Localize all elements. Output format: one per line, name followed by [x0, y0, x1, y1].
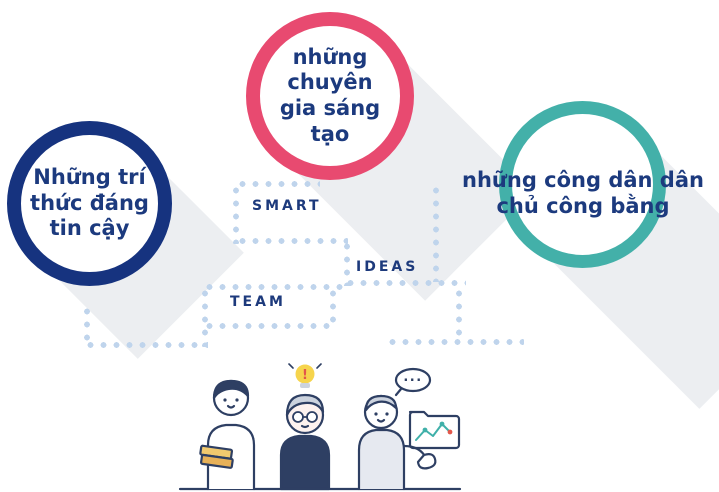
circle-top-label: những chuyên gia sáng tạo [260, 45, 400, 147]
dotted-line [202, 287, 208, 347]
teamwork-illustration: ... ! [178, 363, 462, 491]
chart-folder-icon [408, 410, 461, 450]
circle-top-line-1: những chuyên [287, 44, 373, 95]
circle-left-label: Những trí thức đáng tin cậy [30, 165, 149, 242]
dotted-line [203, 284, 345, 290]
dotted-line [203, 323, 333, 329]
circle-creative-experts: những chuyên gia sáng tạo [246, 12, 414, 180]
speech-dots: ... [403, 370, 422, 385]
speech-bubble: ... [394, 367, 432, 397]
dotted-line [233, 184, 239, 244]
dotted-line [330, 287, 336, 325]
person-middle: ! [279, 363, 331, 491]
books-icon [199, 444, 234, 469]
keyword-team: TEAM [230, 294, 286, 310]
dotted-line [386, 339, 524, 345]
dotted-line [84, 342, 208, 348]
lightbulb-icon: ! [288, 363, 322, 388]
keyword-ideas: IDEAS [356, 259, 419, 275]
circle-top-line-2: gia sáng tạo [279, 96, 381, 146]
person-right: ... [357, 367, 437, 491]
circle-right-line-2: chủ công bằng [496, 193, 670, 218]
person-left [199, 379, 256, 491]
dotted-line [344, 280, 466, 286]
bulb-exclamation: ! [302, 368, 308, 383]
dotted-line [433, 184, 439, 282]
circle-trusted-intellectuals: Những trí thức đáng tin cậy [7, 121, 172, 286]
dotted-line [236, 238, 348, 244]
dotted-line [84, 305, 90, 345]
circle-left-line-2: thức đáng [30, 190, 149, 215]
dotted-line [456, 287, 462, 343]
circle-left-line-3: tin cậy [49, 216, 130, 241]
dotted-line [344, 240, 350, 286]
circle-right-label: những công dân dân chủ công bằng [455, 168, 711, 219]
circle-right-line-1: những công dân dân [462, 168, 704, 192]
circle-left-line-1: Những trí [33, 165, 146, 190]
keyword-smart: SMART [252, 198, 322, 214]
dotted-line [236, 181, 320, 187]
